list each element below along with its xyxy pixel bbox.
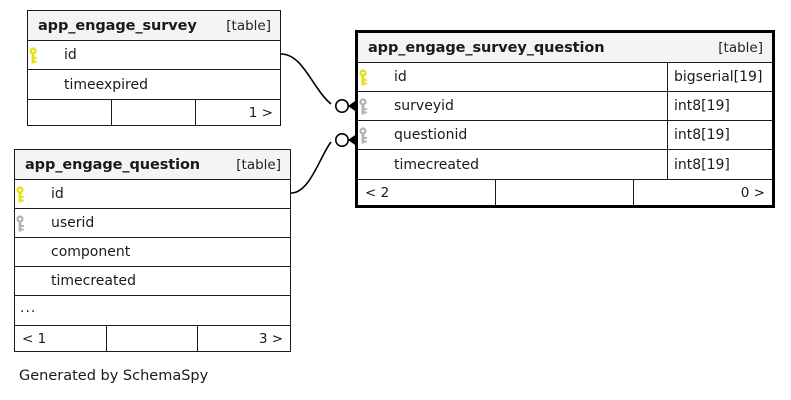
table-row[interactable]: timeexpired bbox=[28, 70, 280, 99]
table-title: app_engage_survey_question bbox=[368, 39, 605, 56]
footer-child-count[interactable]: 3 > bbox=[258, 330, 284, 347]
column-name: timecreated bbox=[394, 156, 479, 173]
table-columns: id userid bbox=[15, 180, 290, 325]
table-kind-label: [table] bbox=[718, 39, 763, 56]
column-name: userid bbox=[51, 215, 95, 231]
column-name-cell: questionid bbox=[384, 127, 667, 143]
table-row[interactable]: timecreated bbox=[15, 267, 290, 296]
footer-parent-count[interactable]: < 2 bbox=[358, 180, 496, 205]
column-name-cell: timeexpired bbox=[54, 77, 280, 93]
column-type: int8[19] bbox=[667, 92, 772, 120]
column-name: id bbox=[64, 47, 77, 63]
cardinality-zero-circle bbox=[334, 133, 349, 148]
footer-middle bbox=[107, 326, 199, 351]
table-header: app_engage_survey_question [table] bbox=[358, 33, 772, 63]
table-row[interactable]: questionid int8[19] bbox=[358, 121, 772, 150]
generator-caption: Generated by SchemaSpy bbox=[19, 368, 209, 384]
relationship-question-to-questionid bbox=[290, 133, 358, 194]
table-title: app_engage_question bbox=[25, 156, 201, 173]
table-app-engage-question[interactable]: app_engage_question [table] id bbox=[14, 149, 291, 352]
table-row[interactable]: id bbox=[15, 180, 290, 209]
column-name: component bbox=[51, 244, 131, 260]
relationship-survey-to-surveyid bbox=[280, 53, 358, 114]
table-row[interactable]: component bbox=[15, 238, 290, 267]
table-kind-label: [table] bbox=[236, 156, 281, 173]
grey-key-icon bbox=[15, 214, 41, 232]
column-type: int8[19] bbox=[667, 150, 772, 179]
table-footer: < 2 0 > bbox=[358, 179, 772, 205]
table-title: app_engage_survey bbox=[38, 17, 197, 34]
column-name-cell: id bbox=[384, 69, 667, 85]
table-columns: id bigserial[19] surveyid in bbox=[358, 63, 772, 179]
footer-child-count[interactable]: 0 > bbox=[740, 184, 765, 201]
yellow-key-icon bbox=[15, 185, 41, 203]
table-row[interactable]: timecreated int8[19] bbox=[358, 150, 772, 179]
column-name-cell: userid bbox=[41, 215, 290, 231]
more-columns-ellipsis: ... bbox=[20, 299, 37, 316]
table-row[interactable]: id bigserial[19] bbox=[358, 63, 772, 92]
table-footer: < 1 3 > bbox=[15, 325, 290, 351]
column-name-cell: surveyid bbox=[384, 98, 667, 114]
column-name-cell: timecreated bbox=[41, 273, 290, 289]
column-name: surveyid bbox=[394, 98, 454, 114]
column-name: id bbox=[394, 69, 407, 85]
footer-middle bbox=[112, 100, 196, 125]
table-app-engage-survey-question[interactable]: app_engage_survey_question [table] id bbox=[355, 30, 775, 208]
footer-parent-count[interactable] bbox=[28, 100, 112, 125]
column-name: timeexpired bbox=[64, 76, 149, 93]
footer-middle bbox=[496, 180, 634, 205]
table-app-engage-survey[interactable]: app_engage_survey [table] id bbox=[27, 10, 281, 126]
table-row[interactable]: userid bbox=[15, 209, 290, 238]
more-columns-row: ... bbox=[15, 296, 290, 325]
grey-key-icon bbox=[358, 97, 384, 115]
column-name: questionid bbox=[394, 127, 468, 143]
column-type: int8[19] bbox=[667, 121, 772, 149]
table-header: app_engage_question [table] bbox=[15, 150, 290, 180]
yellow-key-icon bbox=[28, 46, 54, 64]
footer-child-count[interactable]: 1 > bbox=[248, 104, 273, 121]
table-row[interactable]: id bbox=[28, 41, 280, 70]
column-name-cell: ... bbox=[15, 300, 290, 322]
yellow-key-icon bbox=[358, 68, 384, 86]
grey-key-icon bbox=[358, 126, 384, 144]
column-name: timecreated bbox=[51, 273, 136, 289]
table-footer: 1 > bbox=[28, 99, 280, 125]
column-name-cell: component bbox=[41, 244, 290, 260]
column-name-cell: id bbox=[54, 47, 280, 63]
cardinality-zero-circle bbox=[334, 99, 349, 114]
table-header: app_engage_survey [table] bbox=[28, 11, 280, 41]
column-name-cell: id bbox=[41, 186, 290, 202]
table-columns: id timeexpired bbox=[28, 41, 280, 99]
column-name: id bbox=[51, 186, 64, 202]
table-row[interactable]: surveyid int8[19] bbox=[358, 92, 772, 121]
table-kind-label: [table] bbox=[226, 17, 271, 34]
column-type: bigserial[19] bbox=[667, 63, 772, 91]
footer-parent-count[interactable]: < 1 bbox=[15, 326, 107, 351]
column-name-cell: timecreated bbox=[384, 157, 667, 173]
